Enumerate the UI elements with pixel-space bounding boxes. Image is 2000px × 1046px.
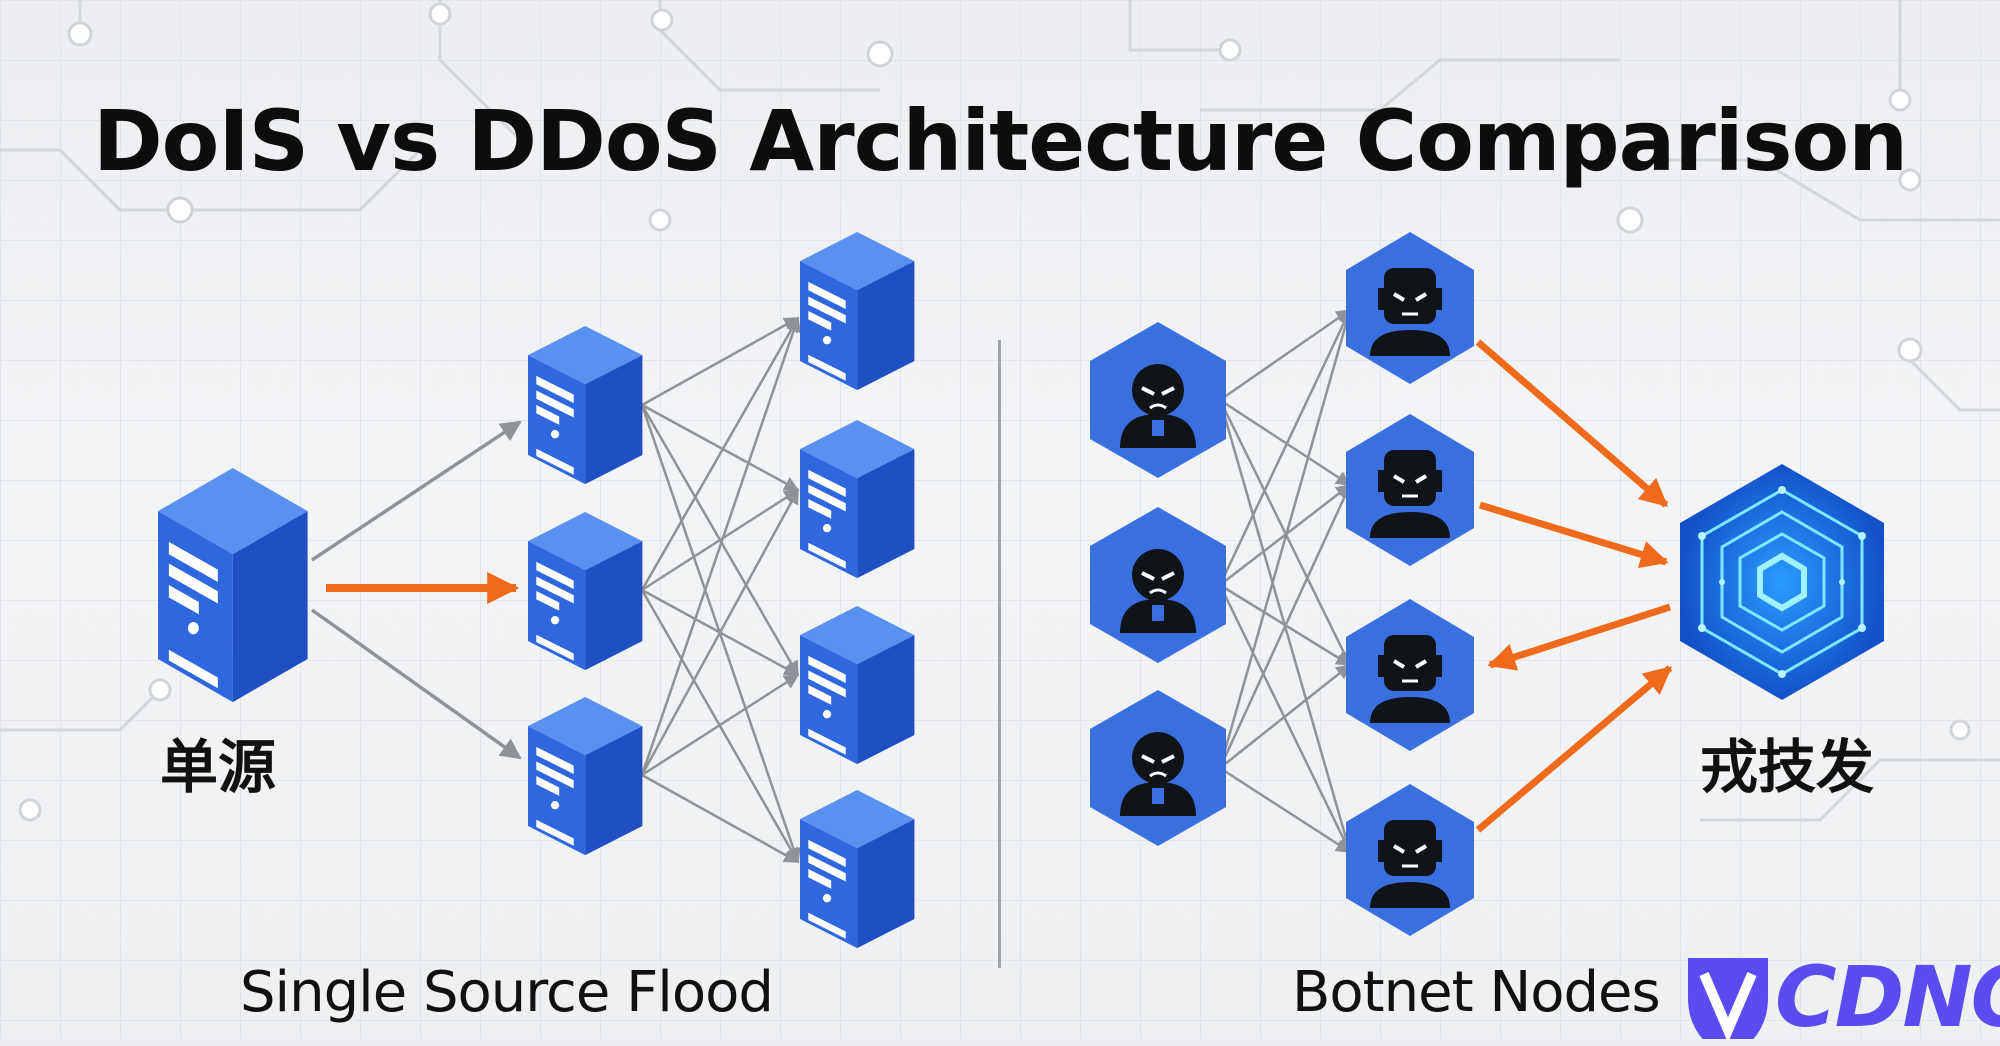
target-server-icon	[800, 232, 915, 391]
right-caption: Botnet Nodes	[1292, 960, 1661, 1025]
hooded-attacker-icon	[1088, 688, 1228, 848]
hooded-attacker-icon	[1088, 320, 1228, 480]
target-label: 戎技发	[1700, 733, 1875, 801]
relay-server-icon	[528, 326, 643, 485]
target-server-icon	[800, 420, 915, 579]
hex-core-target-icon	[1680, 464, 1884, 700]
shield-v-logo	[1688, 958, 1768, 1039]
target-server-icon	[800, 606, 915, 765]
bot-face-icon	[1344, 230, 1476, 386]
bot-face-icon	[1344, 412, 1476, 568]
hooded-attacker-icon	[1088, 505, 1228, 665]
relay-server-icon	[528, 512, 643, 671]
source-label: 单源	[160, 733, 277, 801]
brand-wordmark: CDNOT	[1775, 948, 2000, 1046]
source-server-icon	[158, 468, 308, 703]
page-title: DoIS vs DDoS Architecture Comparison	[92, 92, 1908, 190]
relay-server-icon	[528, 697, 643, 856]
bot-face-icon	[1344, 597, 1476, 753]
left-caption: Single Source Flood	[240, 960, 774, 1025]
section-divider	[998, 340, 1001, 968]
bot-face-icon	[1344, 782, 1476, 938]
target-server-icon	[800, 790, 915, 949]
